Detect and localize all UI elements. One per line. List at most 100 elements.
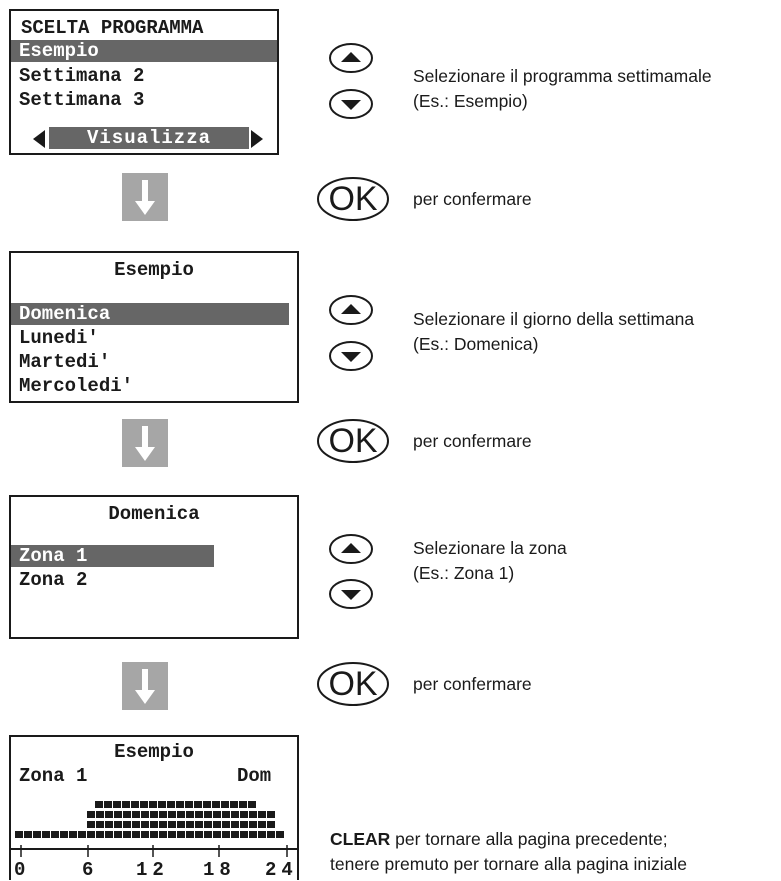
bar-segment <box>168 831 176 838</box>
program-item[interactable]: Settimana 3 <box>19 89 145 111</box>
bar-segment <box>105 821 113 828</box>
bar-segment <box>177 821 185 828</box>
tick-label: 6 <box>82 859 94 881</box>
program-graph-screen: Esempio Zona 1 Dom 0 6 12 18 24 <box>9 735 299 881</box>
bar-segment <box>213 821 221 828</box>
down-arrow-button-icon[interactable] <box>328 88 374 120</box>
bar-segment <box>267 821 275 828</box>
zone-label: Zona 1 <box>19 765 88 787</box>
bar-segment <box>213 811 221 818</box>
bar-segment <box>150 831 158 838</box>
clear-key-label: CLEAR <box>330 829 391 849</box>
ok-button-icon[interactable]: OK <box>315 660 391 708</box>
bar-segment <box>267 831 275 838</box>
day-item[interactable]: Martedi' <box>19 351 111 373</box>
bar-segment <box>249 831 257 838</box>
bar-segment <box>231 831 239 838</box>
bar-segment <box>258 811 266 818</box>
temperature-bars <box>15 801 284 838</box>
program-item[interactable]: Settimana 2 <box>19 65 145 87</box>
bar-segment <box>114 821 122 828</box>
bar-segment <box>104 801 112 808</box>
bar-segment <box>240 831 248 838</box>
bar-segment <box>123 811 131 818</box>
bar-segment <box>213 831 221 838</box>
up-arrow-button-icon[interactable] <box>328 533 374 565</box>
bar-segment <box>195 821 203 828</box>
bar-segment <box>15 831 23 838</box>
bar-segment <box>231 821 239 828</box>
bar-segment <box>140 801 148 808</box>
clear-instruction-hold: tenere premuto per tornare alla pagina i… <box>330 854 688 874</box>
instruction-text: (Es.: Domenica) <box>413 334 539 354</box>
tick-label: 24 <box>265 859 298 881</box>
confirm-text: per confermare <box>413 674 532 694</box>
bar-segment <box>96 821 104 828</box>
bar-segment <box>168 821 176 828</box>
bar-segment <box>132 821 140 828</box>
bar-segment <box>159 831 167 838</box>
bar-segment <box>258 821 266 828</box>
bar-segment <box>258 831 266 838</box>
day-label: Dom <box>237 765 272 787</box>
bar-segment <box>194 801 202 808</box>
bar-segment <box>158 801 166 808</box>
ok-button-label: OK <box>328 422 378 460</box>
bar-segment <box>87 811 95 818</box>
bar-segment <box>248 801 256 808</box>
bar-segment <box>249 821 257 828</box>
confirm-text: per confermare <box>413 431 532 451</box>
bar-segment <box>176 801 184 808</box>
bar-segment <box>87 821 95 828</box>
bar-segment <box>186 831 194 838</box>
bar-segment <box>149 801 157 808</box>
bar-segment <box>249 811 257 818</box>
bar-segment <box>87 831 95 838</box>
bar-segment <box>186 811 194 818</box>
bar-segment <box>114 811 122 818</box>
bar-segment <box>167 801 175 808</box>
zone-item[interactable]: Zona 2 <box>19 569 88 591</box>
clear-instruction: CLEAR per tornare alla pagina precedente… <box>330 828 668 850</box>
up-arrow-button-icon[interactable] <box>328 42 374 74</box>
bar-segment <box>141 811 149 818</box>
left-triangle-icon[interactable] <box>33 130 45 148</box>
right-triangle-icon[interactable] <box>251 130 263 148</box>
bar-segment <box>185 801 193 808</box>
day-item[interactable]: Lunedi' <box>19 327 99 349</box>
view-softkey[interactable]: Visualizza <box>49 127 249 149</box>
program-selection-screen: SCELTA PROGRAMMA Esempio Settimana 2 Set… <box>9 9 279 155</box>
screen-title: Domenica <box>108 503 200 525</box>
confirm-text: per confermare <box>413 189 532 209</box>
bar-segment <box>204 811 212 818</box>
down-arrow-button-icon[interactable] <box>328 578 374 610</box>
bar-segment <box>230 801 238 808</box>
bar-segment <box>51 831 59 838</box>
zone-item-selected[interactable]: Zona 1 <box>11 545 214 567</box>
day-item[interactable]: Mercoledi' <box>19 375 134 397</box>
bar-segment <box>105 811 113 818</box>
bar-segment <box>222 821 230 828</box>
bar-segment <box>60 831 68 838</box>
day-item-selected[interactable]: Domenica <box>11 303 289 325</box>
ok-button-label: OK <box>328 180 378 218</box>
bar-segment <box>131 801 139 808</box>
bar-segment <box>168 811 176 818</box>
bar-segment <box>132 831 140 838</box>
instruction-text: Selezionare il programma settimamale <box>413 66 712 86</box>
up-arrow-button-icon[interactable] <box>328 294 374 326</box>
bar-segment <box>159 821 167 828</box>
bar-segment <box>240 821 248 828</box>
bar-segment <box>96 811 104 818</box>
screen-title: Esempio <box>114 741 194 763</box>
bar-segment <box>123 831 131 838</box>
flow-down-arrow-icon <box>122 419 168 467</box>
bar-segment <box>267 811 275 818</box>
instruction-text: Selezionare il giorno della settimana <box>413 309 695 329</box>
program-item-selected[interactable]: Esempio <box>11 40 277 62</box>
ok-button-icon[interactable]: OK <box>315 175 391 223</box>
bar-segment <box>150 821 158 828</box>
ok-button-icon[interactable]: OK <box>315 417 391 465</box>
down-arrow-button-icon[interactable] <box>328 340 374 372</box>
bar-segment <box>150 811 158 818</box>
